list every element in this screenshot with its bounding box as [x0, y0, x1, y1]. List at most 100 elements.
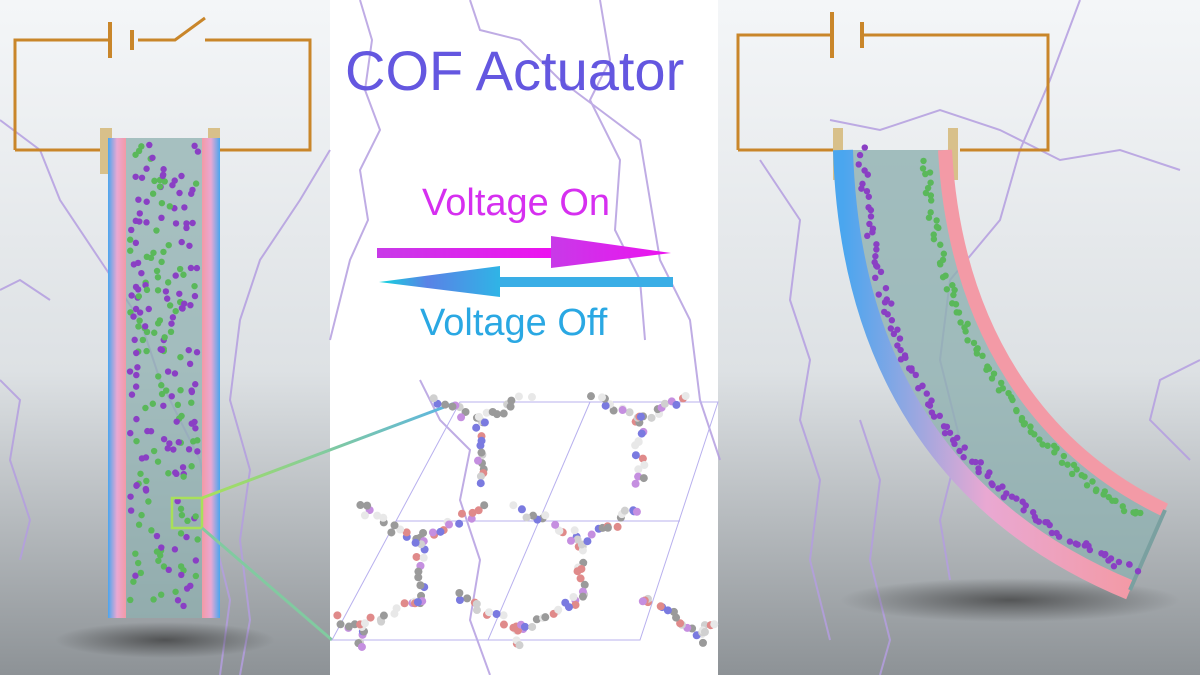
atom — [480, 501, 489, 510]
middle-panel-background — [330, 0, 718, 675]
anion-dot — [867, 206, 875, 214]
ion-dot — [164, 279, 172, 286]
ion-dot — [149, 154, 156, 161]
cation-dot — [1064, 461, 1071, 468]
ion-dot — [160, 248, 167, 256]
cation-dot — [927, 179, 934, 186]
ion-dot — [154, 320, 162, 327]
ion-dot — [139, 336, 147, 344]
anion-dot — [989, 481, 996, 489]
ion-dot — [192, 572, 200, 580]
anion-dot — [902, 354, 909, 361]
anion-dot — [946, 429, 954, 436]
cof-lattice-structure — [331, 391, 719, 651]
ion-dot — [177, 505, 185, 513]
ion-dot — [160, 166, 167, 173]
cation-dot — [1089, 478, 1096, 485]
ion-dot — [188, 463, 195, 470]
ion-dot — [185, 446, 193, 453]
atom — [463, 594, 472, 603]
bent-actuator-film — [833, 128, 1180, 622]
atom — [532, 615, 541, 624]
atom — [618, 406, 627, 415]
cation-dot — [957, 319, 964, 326]
cation-dot — [1060, 452, 1068, 460]
ion-dot — [178, 511, 186, 519]
ion-dot — [172, 588, 179, 595]
atom — [445, 520, 454, 529]
ion-dot — [171, 370, 179, 377]
ion-dot — [190, 438, 197, 445]
anion-dot — [869, 229, 876, 236]
atom — [448, 402, 457, 411]
ion-dot — [189, 186, 196, 194]
ion-dot — [164, 368, 172, 375]
ion-dot — [165, 241, 172, 249]
ion-dot — [143, 347, 150, 355]
atom — [656, 602, 665, 611]
cation-dot — [1137, 509, 1144, 517]
atom — [499, 409, 508, 418]
ion-dot — [168, 393, 175, 400]
ion-dot — [172, 307, 179, 315]
ion-dot — [184, 517, 191, 525]
ion-dot — [163, 295, 171, 302]
atom — [566, 536, 575, 545]
ion-dot — [170, 446, 177, 453]
atom — [357, 642, 366, 651]
cation-dot — [1092, 487, 1100, 495]
anion-dot — [859, 180, 866, 188]
ion-dot — [178, 412, 185, 420]
atom — [564, 603, 573, 612]
cation-dot — [919, 165, 927, 172]
atom — [476, 472, 485, 481]
ion-dot — [176, 290, 183, 297]
ion-dot — [194, 536, 201, 543]
anion-dot — [923, 390, 930, 397]
cation-dot — [951, 286, 958, 294]
atom — [441, 400, 450, 409]
cation-dot — [973, 350, 981, 357]
anion-dot — [1115, 558, 1123, 566]
ion-dot — [143, 253, 151, 261]
anion-dot — [941, 429, 949, 437]
ion-dot — [148, 527, 155, 534]
cation-dot — [939, 273, 947, 281]
atom — [541, 511, 550, 520]
ion-dot — [143, 286, 151, 294]
cation-dot — [933, 217, 940, 224]
atom — [587, 530, 596, 539]
ion-dot — [165, 566, 172, 574]
anion-dot — [855, 161, 862, 168]
ion-dot — [133, 415, 140, 423]
cation-dot — [1073, 466, 1080, 473]
atom — [603, 523, 612, 532]
ion-dot — [135, 323, 142, 330]
anion-dot — [873, 241, 880, 248]
anion-dot — [867, 213, 875, 220]
ion-dot — [132, 550, 139, 557]
ion-dot — [143, 477, 150, 485]
anion-dot — [912, 371, 919, 379]
cation-dot — [1120, 507, 1128, 515]
voltage-off-arrow — [379, 266, 673, 297]
atom — [414, 573, 423, 582]
ion-dot — [150, 447, 158, 455]
ion-dot — [172, 469, 179, 476]
atom — [333, 611, 342, 620]
ion-dot — [128, 391, 136, 398]
ion-dot — [136, 309, 144, 316]
title: COF Actuator — [345, 39, 685, 102]
anion-dot — [1046, 521, 1053, 529]
ion-dot — [128, 292, 135, 299]
atom — [476, 479, 485, 488]
ion-dot — [158, 214, 165, 222]
anion-dot — [1101, 551, 1108, 559]
zoom-callout-lines — [201, 401, 456, 642]
ion-dot — [138, 455, 146, 462]
ion-dot — [143, 165, 150, 172]
atom — [640, 461, 649, 470]
anion-dot — [897, 346, 904, 354]
ion-dot — [180, 271, 187, 278]
ion-dot — [183, 533, 190, 541]
